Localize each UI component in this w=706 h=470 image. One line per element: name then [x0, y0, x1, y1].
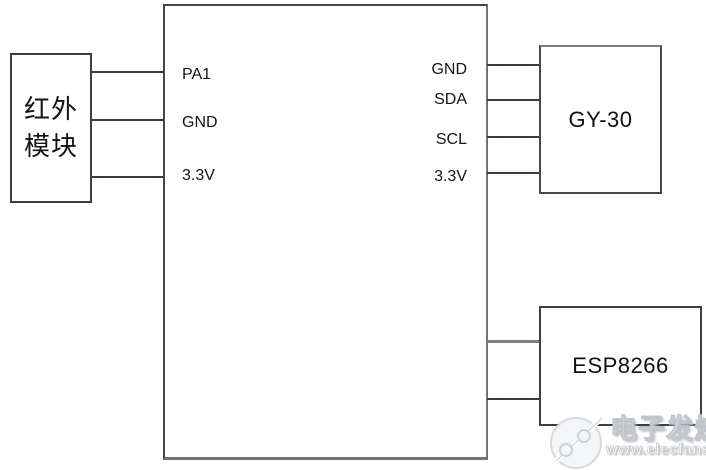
wire-esp8266-2	[487, 398, 539, 400]
wire-gy30-gnd	[487, 64, 539, 66]
wire-gy30-sda	[487, 99, 539, 101]
watermark-url: www.elecfans.com	[606, 441, 706, 459]
block-esp8266-label: ESP8266	[572, 353, 669, 378]
mcu-pin-pa1: PA1	[182, 66, 212, 83]
mcu-pin-3v3-left: 3.3V	[182, 167, 215, 184]
wire-infrared-gnd	[91, 119, 163, 121]
block-mcu	[163, 4, 488, 460]
block-infrared-label: 红外 模块	[24, 91, 78, 165]
block-infrared-module: 红外 模块	[10, 53, 92, 203]
mcu-pin-gnd-left: GND	[182, 114, 218, 131]
wire-infrared-pa1	[91, 71, 163, 73]
mcu-pin-sda: SDA	[434, 91, 467, 108]
wire-infrared-3v3	[91, 176, 163, 178]
wire-gy30-3v3	[487, 172, 539, 174]
mcu-pin-3v3-right: 3.3V	[434, 168, 467, 185]
block-infrared-label-line2: 模块	[23, 131, 78, 161]
wire-gy30-scl	[487, 136, 539, 138]
mcu-pin-gnd-right: GND	[431, 61, 467, 78]
block-infrared-label-line1: 红外	[23, 94, 78, 124]
block-esp8266: ESP8266	[539, 306, 702, 426]
wire-esp8266-1	[487, 340, 539, 343]
block-gy30-label: GY-30	[568, 106, 633, 132]
block-gy30: GY-30	[539, 45, 662, 194]
mcu-pin-scl: SCL	[435, 131, 467, 148]
